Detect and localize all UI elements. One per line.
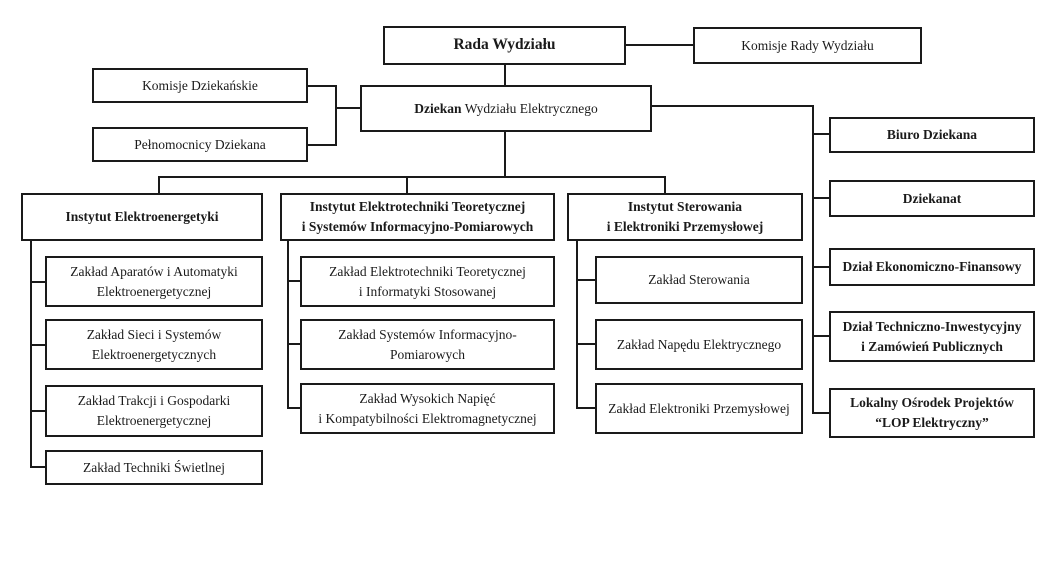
connector-stub-lop bbox=[814, 412, 829, 414]
connector-rada-dziekan bbox=[504, 64, 506, 86]
connector-col3-stub2 bbox=[576, 343, 595, 345]
connector-komisje-dziekanskie bbox=[308, 85, 337, 87]
connector-stub-ekfin bbox=[814, 266, 829, 268]
dziekan-subtitle: Wydziału Elektrycznego bbox=[464, 100, 598, 116]
connector-col1-vertical bbox=[30, 241, 32, 468]
connector-stub-inst3 bbox=[664, 176, 666, 193]
node-zaklad-aparatow-i-automatyki: Zakład Aparatów i Automatyki Elektroener… bbox=[45, 256, 263, 307]
connector-col3-vertical bbox=[576, 241, 578, 409]
node-pelnomocnicy-dziekana: Pełnomocnicy Dziekana bbox=[92, 127, 308, 162]
node-instytut-elektroenergetyki: Instytut Elektroenergetyki bbox=[21, 193, 263, 241]
connector-col1-stub3 bbox=[30, 410, 45, 412]
connector-col3-stub1 bbox=[576, 279, 595, 281]
node-zaklad-sterowania: Zakład Sterowania bbox=[595, 256, 803, 304]
connector-col2-stub2 bbox=[287, 343, 300, 345]
node-zaklad-sieci-i-systemow: Zakład Sieci i Systemów Elektroenergetyc… bbox=[45, 319, 263, 370]
node-zaklad-elektroniki-przemyslowej: Zakład Elektroniki Przemysłowej bbox=[595, 383, 803, 434]
connector-right-vertical bbox=[812, 105, 814, 414]
connector-col1-stub1 bbox=[30, 281, 45, 283]
node-zaklad-trakcji-i-gospodarki: Zakład Trakcji i Gospodarki Elektroenerg… bbox=[45, 385, 263, 437]
node-zaklad-techniki-swietlnej: Zakład Techniki Świetlnej bbox=[45, 450, 263, 485]
node-dzial-techniczno-inwestycyjny: Dział Techniczno-Inwestycyjny i Zamówień… bbox=[829, 311, 1035, 362]
connector-left-vertical bbox=[335, 85, 337, 146]
dziekan-label: Dziekan Wydziału Elektrycznego bbox=[414, 99, 597, 119]
node-zaklad-systemow-informacyjno-pomiarowych: Zakład Systemów Informacyjno- Pomiarowyc… bbox=[300, 319, 555, 370]
connector-stub-inst2 bbox=[406, 176, 408, 193]
node-zaklad-elektrotechniki-teoretycznej: Zakład Elektrotechniki Teoretycznej i In… bbox=[300, 256, 555, 307]
node-instytut-elektrotechniki-teoretycznej: Instytut Elektrotechniki Teoretycznej i … bbox=[280, 193, 555, 241]
connector-pelnomocnicy bbox=[308, 144, 337, 146]
connector-col2-stub3 bbox=[287, 407, 300, 409]
connector-stub-dziekanat bbox=[814, 197, 829, 199]
connector-col3-stub3 bbox=[576, 407, 595, 409]
node-zaklad-wysokich-napiec: Zakład Wysokich Napięć i Kompatybilności… bbox=[300, 383, 555, 434]
connector-left-to-dziekan bbox=[335, 107, 360, 109]
node-biuro-dziekana: Biuro Dziekana bbox=[829, 117, 1035, 153]
node-dziekanat: Dziekanat bbox=[829, 180, 1035, 217]
connector-col2-stub1 bbox=[287, 280, 300, 282]
node-komisje-rady-wydzialu: Komisje Rady Wydziału bbox=[693, 27, 922, 64]
node-dziekan: Dziekan Wydziału Elektrycznego bbox=[360, 85, 652, 132]
dziekan-title: Dziekan bbox=[414, 100, 462, 116]
connector-col1-stub4 bbox=[30, 466, 45, 468]
connector-stub-inst1 bbox=[158, 176, 160, 193]
node-dzial-ekonomiczno-finansowy: Dział Ekonomiczno-Finansowy bbox=[829, 248, 1035, 286]
connector-distributor bbox=[158, 176, 666, 178]
node-zaklad-napedu-elektrycznego: Zakład Napędu Elektrycznego bbox=[595, 319, 803, 370]
node-lokalny-osrodek-projektow: Lokalny Ośrodek Projektów “LOP Elektrycz… bbox=[829, 388, 1035, 438]
node-komisje-dziekanskie: Komisje Dziekańskie bbox=[92, 68, 308, 103]
connector-dziekan-right bbox=[652, 105, 814, 107]
connector-col1-stub2 bbox=[30, 344, 45, 346]
connector-dziekan-down bbox=[504, 132, 506, 178]
connector-rada-komisje bbox=[626, 44, 693, 46]
node-instytut-sterowania: Instytut Sterowania i Elektroniki Przemy… bbox=[567, 193, 803, 241]
connector-stub-biuro bbox=[814, 133, 829, 135]
connector-stub-techinw bbox=[814, 335, 829, 337]
node-rada-wydzialu: Rada Wydziału bbox=[383, 26, 626, 65]
connector-col2-vertical bbox=[287, 241, 289, 409]
